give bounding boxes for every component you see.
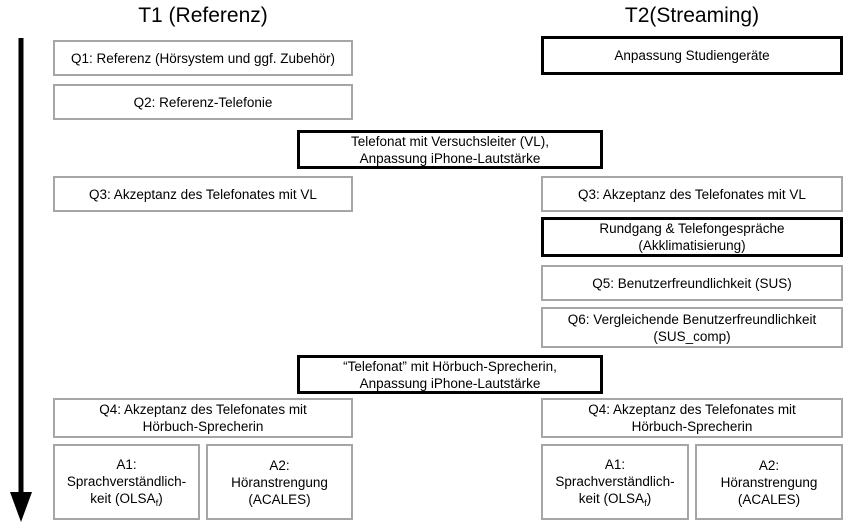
box-t1-a2[interactable]: A2: Höranstrengung (ACALES) xyxy=(206,444,353,520)
box-t1-q3-line1: Q3: Akzeptanz des Telefonates mit VL xyxy=(89,186,317,202)
box-t2-anpassung[interactable]: Anpassung Studiengeräte xyxy=(541,36,843,75)
box-t1-a2-line2: Höranstrengung xyxy=(231,474,328,490)
box-center-telefonat-vl-line1: Telefonat mit Versuchsleiter (VL), xyxy=(350,133,550,149)
box-t1-a1-line3: keit (OLSAf) xyxy=(90,490,163,509)
box-t1-q2-line1: Q2: Referenz-Telefonie xyxy=(133,94,273,110)
box-t1-a1[interactable]: A1: Sprachverständlich- keit (OLSAf) xyxy=(53,444,200,520)
box-t2-a2[interactable]: A2: Höranstrengung (ACALES) xyxy=(695,444,843,520)
box-t2-a1-line1: A1: xyxy=(604,456,626,472)
box-t2-a1-line2: Sprachverständlich- xyxy=(555,473,675,489)
box-t1-a2-line3: (ACALES) xyxy=(248,491,311,507)
box-center-telefonat-hoerbuch-line1: “Telefonat” mit Hörbuch-Sprecherin, xyxy=(343,358,557,374)
box-t1-a2-line1: A2: xyxy=(269,457,290,473)
box-t2-q3[interactable]: Q3: Akzeptanz des Telefonates mit VL xyxy=(541,176,843,212)
box-t2-a2-line1: A2: xyxy=(758,457,780,473)
box-t2-q6-line1: Q6: Vergleichende Benutzerfreundlichkeit xyxy=(567,311,817,327)
box-t2-rundgang-line2: (Akklimatisierung) xyxy=(638,238,746,253)
box-t1-q2[interactable]: Q2: Referenz-Telefonie xyxy=(53,84,353,120)
box-t1-a1-line2: Sprachverständlich- xyxy=(66,473,187,489)
box-center-telefonat-hoerbuch[interactable]: “Telefonat” mit Hörbuch-Sprecherin, Anpa… xyxy=(297,355,603,394)
box-t1-q4[interactable]: Q4: Akzeptanz des Telefonates mit Hörbuc… xyxy=(53,398,353,438)
box-t2-q4[interactable]: Q4: Akzeptanz des Telefonates mit Hörbuc… xyxy=(541,398,843,438)
box-t2-anpassung-line1: Anpassung Studiengeräte xyxy=(614,48,770,63)
box-t2-a1-line3: keit (OLSAf) xyxy=(578,490,652,509)
box-t1-q4-line1: Q4: Akzeptanz des Telefonates mit xyxy=(99,402,307,417)
box-t1-q1[interactable]: Q1: Referenz (Hörsystem und ggf. Zubehör… xyxy=(53,40,353,76)
box-t2-q4-line1: Q4: Akzeptanz des Telefonates mit xyxy=(588,402,796,417)
box-t1-q1-line1: Q1: Referenz (Hörsystem und ggf. Zubehör… xyxy=(70,50,336,66)
box-t2-q6-line2: (SUS_comp) xyxy=(653,328,731,344)
box-t2-rundgang-line1: Rundgang & Telefongespräche xyxy=(599,221,785,236)
box-t2-q5[interactable]: Q5: Benutzerfreundlichkeit (SUS) xyxy=(541,265,843,301)
time-arrow-icon xyxy=(10,38,32,522)
box-t2-q4-line2: Hörbuch-Sprecherin xyxy=(631,419,753,434)
box-t1-a1-line1: A1: xyxy=(116,456,137,472)
box-t2-a2-line2: Höranstrengung xyxy=(720,474,818,490)
column-header-t2: T2(Streaming) xyxy=(624,4,760,27)
box-t2-q5-line1: Q5: Benutzerfreundlichkeit (SUS) xyxy=(592,275,792,291)
box-t2-a2-line3: (ACALES) xyxy=(737,491,801,507)
box-t2-rundgang[interactable]: Rundgang & Telefongespräche (Akklimatisi… xyxy=(541,217,843,257)
box-center-telefonat-vl-line2: Anpassung iPhone-Lautstärke xyxy=(359,150,541,166)
box-t1-q4-line2: Hörbuch-Sprecherin xyxy=(142,419,264,434)
box-center-telefonat-hoerbuch-line2: Anpassung iPhone-Lautstärke xyxy=(359,375,541,391)
box-t2-q3-line1: Q3: Akzeptanz des Telefonates mit VL xyxy=(578,186,806,202)
box-t2-a1[interactable]: A1: Sprachverständlich- keit (OLSAf) xyxy=(541,444,689,520)
box-center-telefonat-vl[interactable]: Telefonat mit Versuchsleiter (VL), Anpas… xyxy=(297,130,603,169)
column-header-t1: T1 (Referenz) xyxy=(138,4,268,27)
box-t2-q6[interactable]: Q6: Vergleichende Benutzerfreundlichkeit… xyxy=(541,307,843,348)
box-t1-q3[interactable]: Q3: Akzeptanz des Telefonates mit VL xyxy=(53,176,353,212)
